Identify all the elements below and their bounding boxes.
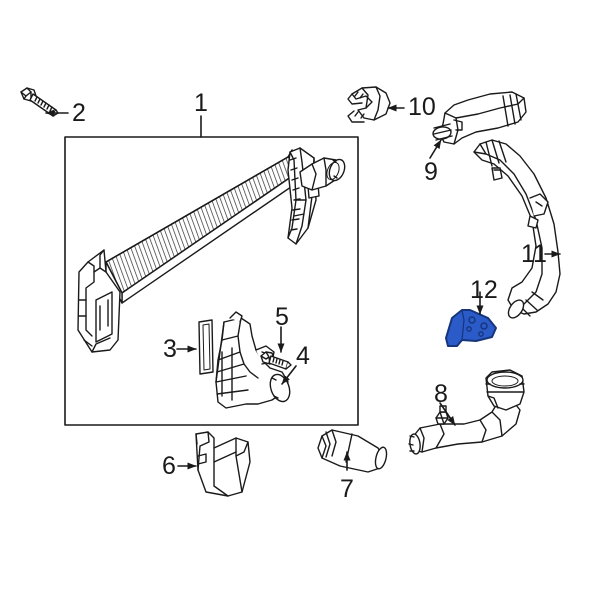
- callout-label-5: 5: [275, 303, 289, 331]
- leader-4: [281, 365, 297, 385]
- callout-label-7: 7: [340, 475, 354, 503]
- intercooler-core: [77, 147, 346, 353]
- callout-label-8: 8: [434, 380, 448, 408]
- seal-gasket-part: [198, 319, 214, 375]
- connector-hose-short-part: [317, 429, 388, 473]
- callout-label-4: 4: [296, 342, 310, 370]
- callout-label-1: 1: [194, 89, 208, 117]
- callout-label-12: 12: [470, 276, 498, 304]
- left-end-tank: [77, 249, 121, 353]
- duct-bolt-part: [260, 351, 292, 370]
- leader-8: [439, 402, 456, 426]
- callout-leaders: [45, 104, 561, 471]
- lower-air-inlet-tube-part: [408, 369, 525, 455]
- callout-label-10: 10: [408, 93, 436, 121]
- callout-label-2: 2: [72, 99, 86, 127]
- upper-air-outlet-tube-part: [432, 91, 561, 319]
- callout-label-9: 9: [424, 158, 438, 186]
- mounting-bracket-highlighted-part: [445, 309, 497, 347]
- core-outlet-neck: [299, 157, 346, 191]
- air-deflector-shield-part: [195, 431, 251, 497]
- retaining-clip-part: [347, 86, 391, 123]
- callout-label-11: 11: [521, 240, 547, 268]
- leader-9: [429, 139, 442, 159]
- mounting-bolt-upper-part: [20, 87, 59, 117]
- callout-label-3: 3: [163, 335, 177, 363]
- callout-label-6: 6: [162, 452, 176, 480]
